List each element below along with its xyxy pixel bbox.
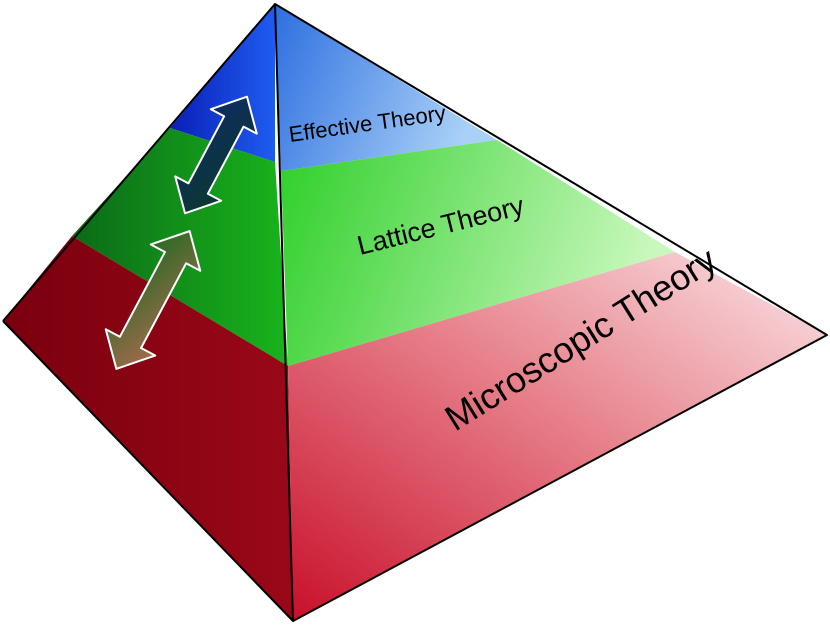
microscopic-layer-left [3,236,293,621]
double-arrow-icon [174,95,258,215]
effective-layer-right [275,4,497,171]
pyramid-right-face [275,4,827,621]
double-arrow-icon [104,230,202,370]
pyramid-edges [2,3,828,622]
lattice-layer-right [281,140,675,366]
microscopic-layer-right [288,252,827,621]
